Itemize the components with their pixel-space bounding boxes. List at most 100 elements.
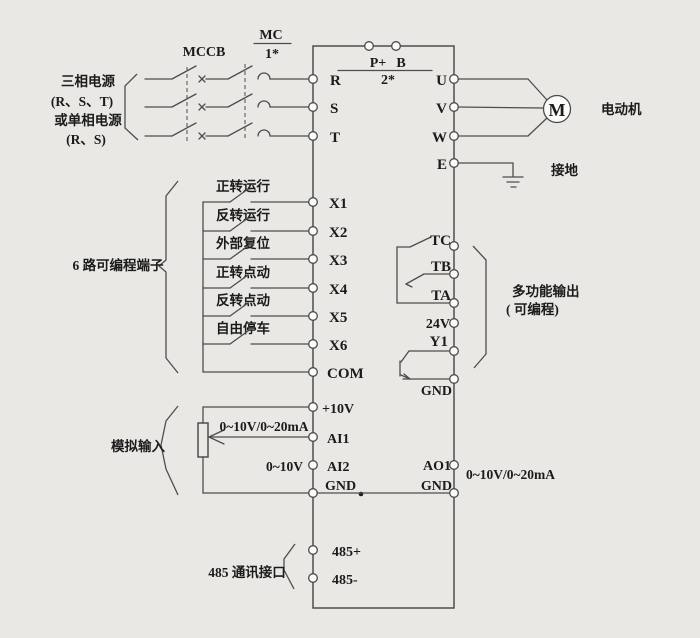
power-group-brace	[124, 73, 139, 141]
phase-row-t	[144, 122, 310, 140]
digital-input-row-x2: 反转运行 X2	[202, 207, 347, 241]
comm-brace	[283, 543, 296, 590]
multi-output-section: TC TB TA 24V Y1 GND 多功能输出 ( 可编程)	[396, 233, 580, 399]
terminal-label-u: U	[436, 73, 447, 89]
open-collector-icon	[399, 350, 450, 380]
terminal-label-gnd-right: GND	[421, 479, 452, 494]
digital-input-row-x1: 正转运行 X1	[202, 178, 347, 212]
terminal-dot-gnd-right	[449, 488, 459, 498]
terminal-dot-10v	[308, 402, 318, 412]
terminal-label-tb: TB	[431, 259, 451, 275]
earth-section: 接地	[457, 162, 579, 188]
terminal-dot-x2	[308, 226, 318, 236]
power-label-line1: 三相电源	[61, 73, 115, 89]
comm-section: 485 通讯接口 485+ 485-	[208, 543, 361, 590]
terminal-dot-485n	[308, 573, 318, 583]
terminal-dot-t	[308, 131, 318, 141]
phase-row-s	[144, 93, 310, 111]
terminal-label-ao1: AO1	[423, 459, 451, 474]
terminal-dot-ai1	[308, 432, 318, 442]
motor-label: 电动机	[601, 101, 642, 117]
terminal-dot-pplus	[364, 41, 374, 51]
comm-group-label: 485 通讯接口	[208, 564, 286, 580]
function-label: 反转点动	[216, 292, 270, 308]
digital-input-row-x3: 外部复位 X3	[202, 235, 347, 269]
multi-output-group-label-2: ( 可编程)	[506, 301, 559, 317]
terminal-dot-ai2	[308, 460, 318, 470]
dc-link-note: 2*	[381, 73, 395, 88]
terminal-label-x2: X2	[329, 225, 347, 241]
digital-input-row-x5: 反转点动 X5	[202, 292, 347, 326]
power-label-line3: 或单相电源	[54, 112, 122, 128]
terminal-dot-x6	[308, 339, 318, 349]
terminal-label-24v: 24V	[426, 317, 450, 332]
terminal-label-pplus: P+	[370, 56, 387, 71]
analog-output-section: AO1 GND 0~10V/0~20mA	[421, 459, 555, 498]
multi-output-brace	[472, 245, 487, 369]
terminal-dot-tb	[449, 269, 459, 279]
terminal-dot-e	[449, 158, 459, 168]
terminal-label-485n: 485-	[332, 573, 358, 588]
terminal-label-ta: TA	[431, 288, 451, 304]
digital-input-brace	[158, 180, 179, 374]
power-label-line2: (R、S、T)	[51, 94, 113, 109]
analog-input-group-label: 模拟输入	[111, 438, 165, 454]
terminal-label-x1: X1	[329, 196, 347, 212]
potentiometer-wiper-arrow	[208, 429, 310, 445]
terminal-label-y1: Y1	[430, 334, 448, 350]
terminal-label-gnd-left: GND	[325, 479, 356, 494]
terminal-dot-x4	[308, 283, 318, 293]
potentiometer-icon	[197, 422, 209, 458]
breaker-label: MCCB	[183, 45, 226, 60]
terminal-label-ai2: AI2	[327, 460, 350, 475]
terminal-dot-w	[449, 131, 459, 141]
digital-input-row-x6: 自由停车 X6	[202, 320, 348, 354]
terminal-dot-y1	[449, 346, 459, 356]
terminal-dot-x3	[308, 254, 318, 264]
terminal-label-x3: X3	[329, 253, 347, 269]
motor-section: U V W E M 电动机	[432, 73, 642, 173]
terminal-label-s: S	[330, 101, 338, 117]
terminal-label-com: COM	[327, 366, 364, 382]
function-label: 正转点动	[216, 264, 270, 280]
terminal-dot-ta	[449, 298, 459, 308]
function-label: 外部复位	[216, 235, 270, 251]
digital-input-section: 6 路可编程端子 正转运行 X1 反转运行 X2 外部复位 X3	[72, 178, 363, 382]
contactor-note: 1*	[265, 47, 279, 62]
contactor-label: MC	[259, 28, 282, 43]
ao1-range-label: 0~10V/0~20mA	[466, 467, 555, 482]
ai1-range-label: 0~10V/0~20mA	[219, 419, 308, 434]
terminal-dot-r	[308, 74, 318, 84]
terminal-dot-x5	[308, 311, 318, 321]
function-label: 反转运行	[216, 207, 270, 223]
terminal-dot-com	[308, 367, 318, 377]
digital-input-common: COM	[202, 366, 364, 382]
terminal-label-10v: +10V	[322, 402, 354, 417]
terminal-dot-gnd-out	[449, 374, 459, 384]
terminal-label-ai1: AI1	[327, 432, 350, 447]
motor-symbol: M	[549, 100, 566, 120]
function-label: 正转运行	[216, 178, 270, 194]
terminal-label-e: E	[437, 157, 447, 173]
analog-input-section: 模拟输入 0~10V/0~20mA 0~10V +10V AI1 AI2 GND	[111, 402, 451, 498]
function-label: 自由停车	[216, 320, 270, 336]
digital-input-group-label: 6 路可编程端子	[72, 257, 164, 273]
terminal-dot-gnd-left	[308, 488, 318, 498]
ai2-range-label: 0~10V	[266, 459, 303, 474]
phase-row-r	[144, 65, 310, 83]
motor-icon	[542, 94, 572, 124]
terminal-dot-24v	[449, 318, 459, 328]
dc-link-terminals: P+ B 2*	[337, 41, 433, 88]
earth-label: 接地	[551, 162, 579, 178]
terminal-label-tc: TC	[430, 233, 451, 249]
terminal-dot-b	[391, 41, 401, 51]
terminal-label-gnd-out: GND	[421, 384, 452, 399]
terminal-dot-s	[308, 102, 318, 112]
digital-input-row-x4: 正转点动 X4	[202, 264, 348, 298]
terminal-dot-485p	[308, 545, 318, 555]
terminal-label-x4: X4	[329, 282, 348, 298]
power-input-section: 三相电源 (R、S、T) 或单相电源 (R、S) MCCB MC 1*	[51, 28, 310, 147]
terminal-label-485p: 485+	[332, 545, 361, 560]
terminal-dot-ao1	[449, 460, 459, 470]
